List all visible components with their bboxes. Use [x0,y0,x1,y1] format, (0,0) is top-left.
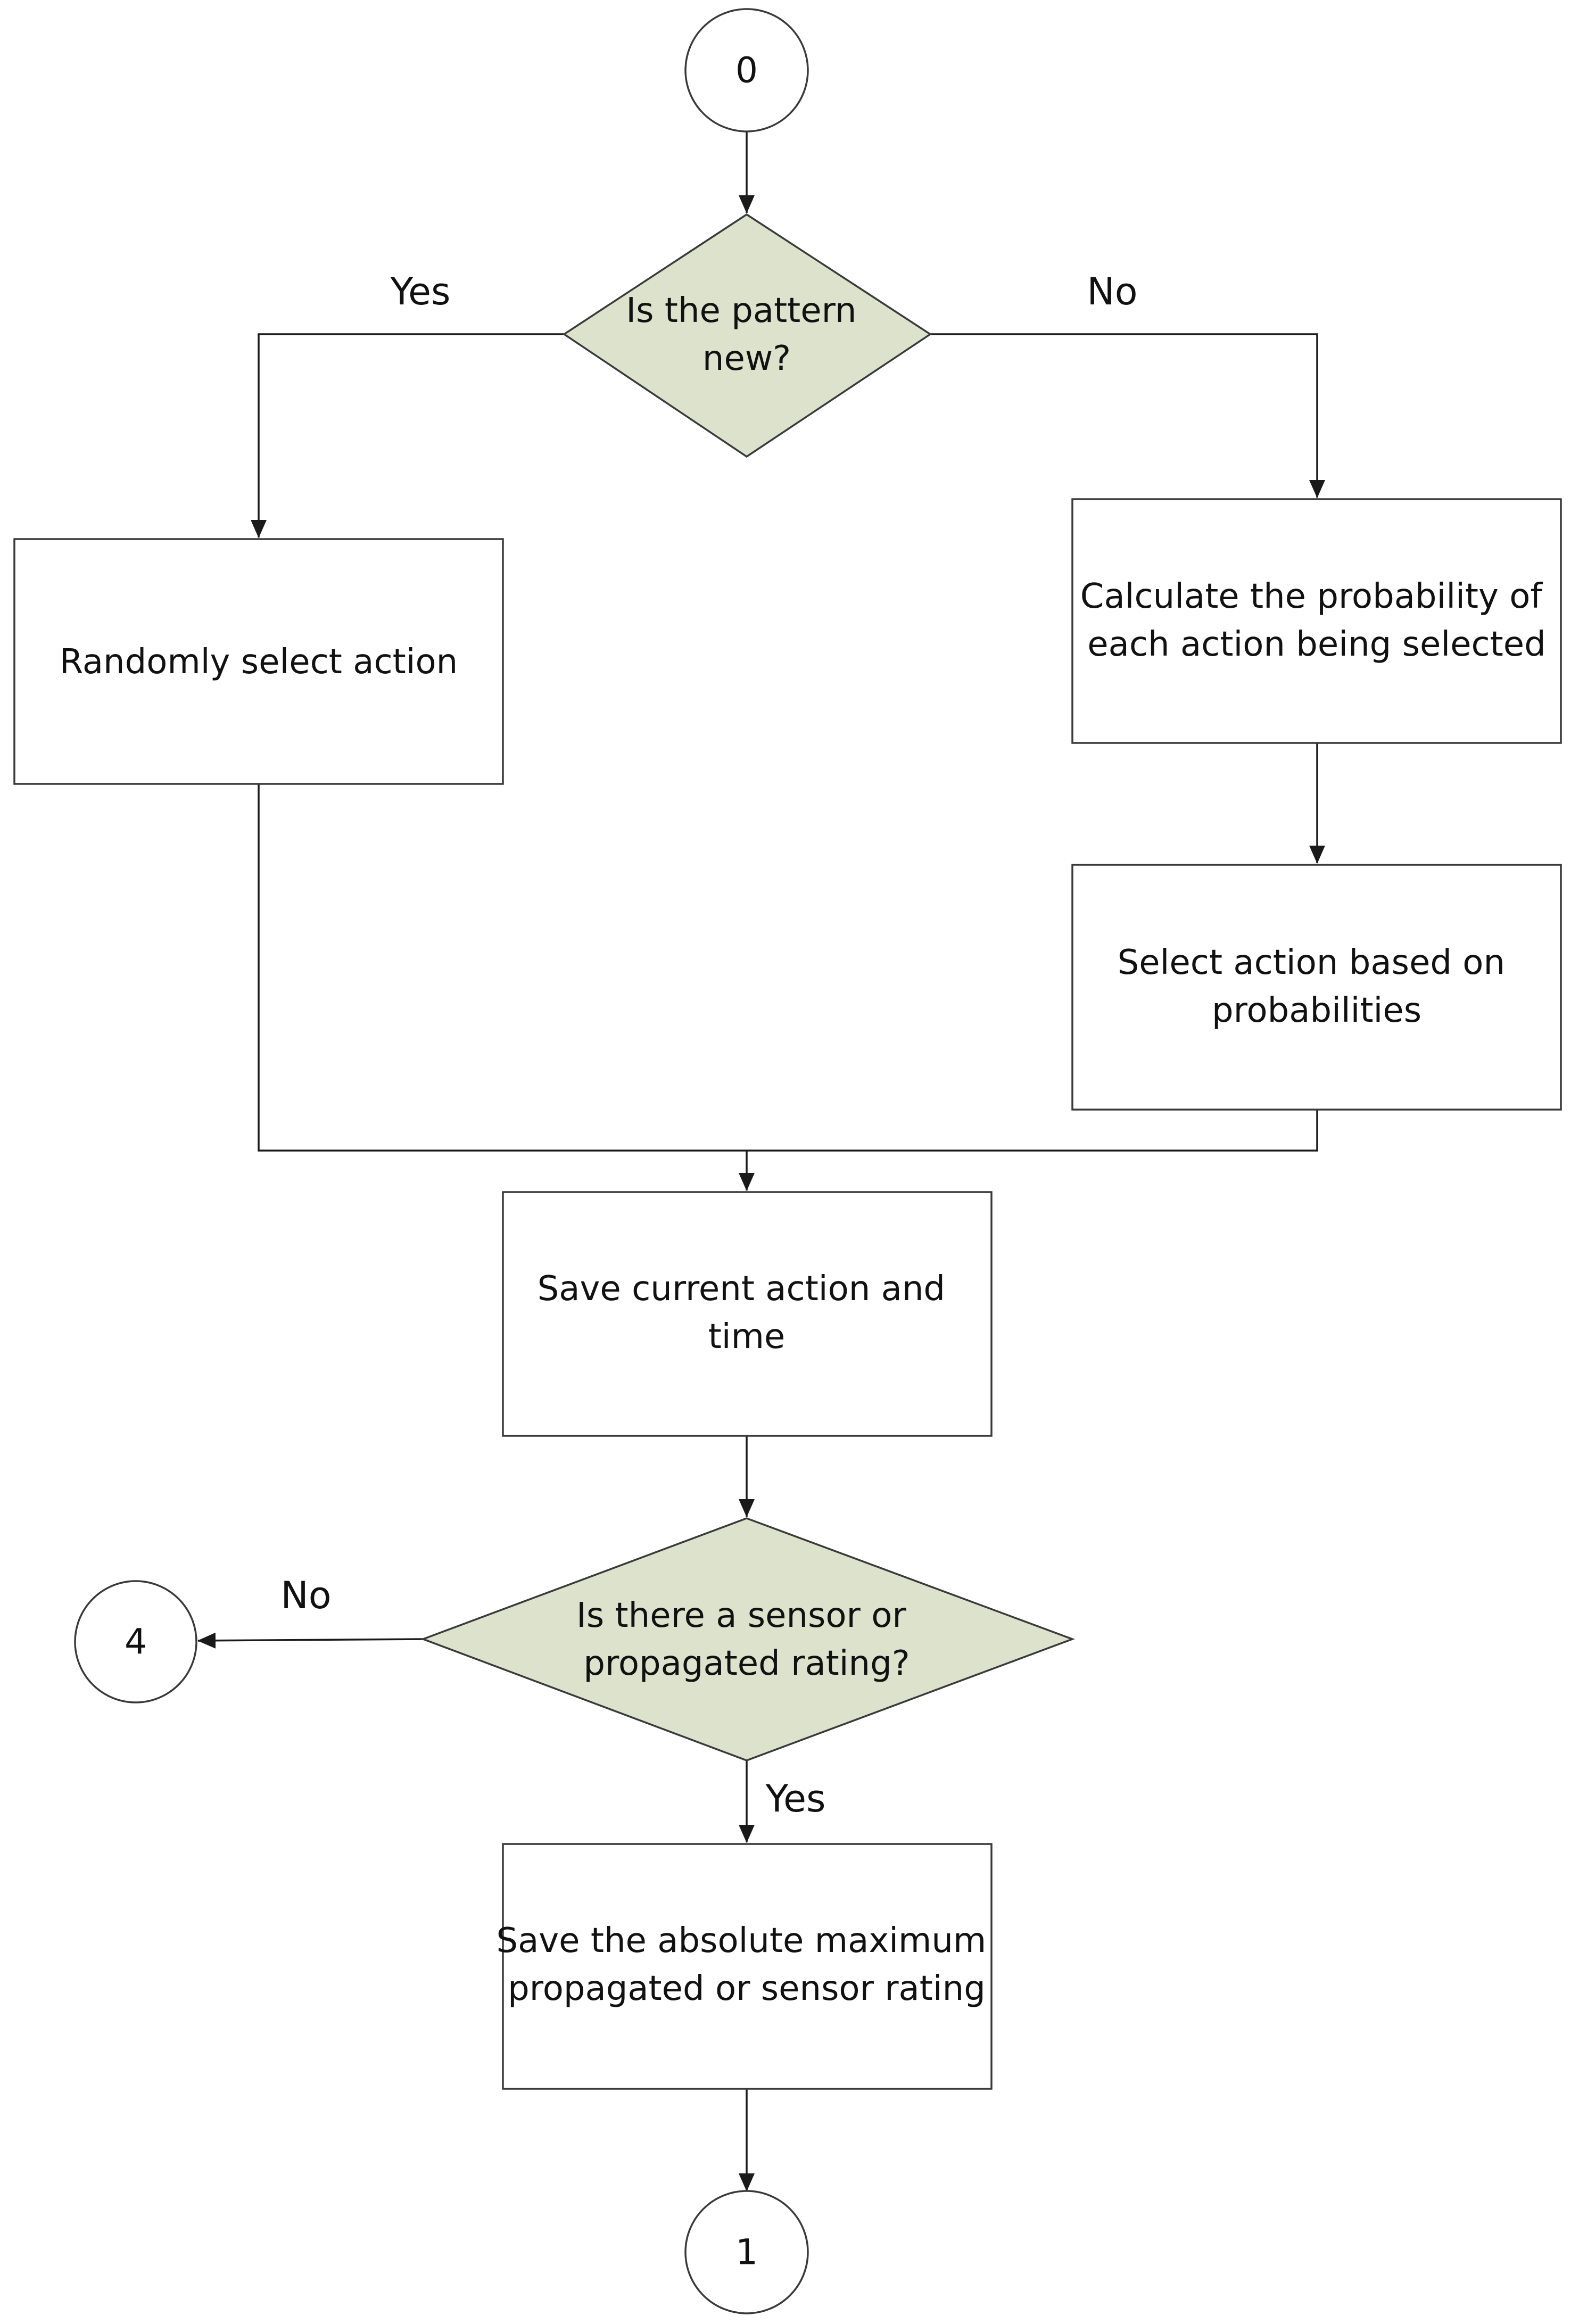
save-rating-line-2: propagated or sensor rating [508,1969,986,2008]
random-select-box: Randomly select action [13,538,504,785]
svg-text:Randomly select action: Randomly select action [60,642,458,682]
save-action-line-1: Save current action and [538,1269,945,1309]
svg-text:Select action based on p: Select action based on probabilities [1118,943,1516,1030]
svg-text:Save current action and: Save current action and time [538,1269,956,1357]
svg-text:Save the absolute maximum: Save the absolute maximum propagated or … [496,1921,997,2008]
pattern-decision: Is the pattern new? [562,213,932,458]
line-random-select-to-merge [258,783,1318,1152]
save-rating-line-1: Save the absolute maximum [496,1921,986,1961]
calc-probability-line-1: Calculate the probability of [1080,577,1543,616]
save-action-line-2: time [708,1317,786,1357]
start-connector-label: 0 [735,50,758,91]
pattern-no-label: No [1087,270,1137,313]
select-by-probability-box: Select action based on probabilities [1071,864,1562,1111]
connector-4: 4 [74,1580,197,1703]
svg-text:Calculate the probability of: Calculate the probability of each action… [1080,577,1553,664]
pattern-decision-line-1: Is the pattern [626,291,856,330]
random-select-line-1: Randomly select action [60,642,458,682]
calc-probability-line-2: each action being selected [1087,625,1546,664]
connector-4-label: 4 [125,1622,147,1663]
edge-labels: Yes No No Yes [280,270,1137,1821]
svg-text:Is the pattern new?: Is the pattern new? [626,291,867,378]
select-by-probability-line-1: Select action based on [1118,943,1505,982]
svg-text:Is there a sensor or pro: Is there a sensor or propagated rating? [576,1596,917,1683]
pattern-yes-label: Yes [390,270,451,313]
calc-probability-box: Calculate the probability of each action… [1071,498,1562,744]
save-action-box: Save current action and time [502,1191,993,1437]
save-rating-box: Save the absolute maximum propagated or … [496,1843,997,2090]
rating-yes-label: Yes [765,1777,826,1821]
rating-no-label: No [280,1574,331,1617]
rating-decision-line-1: Is there a sensor or [576,1596,906,1635]
arrow-rating-no-to-connector-4 [197,1632,424,1649]
rating-decision-line-2: propagated rating? [583,1644,910,1683]
arrow-pattern-yes-to-random-select [251,333,564,538]
rating-decision: Is there a sensor or propagated rating? [420,1517,1076,1761]
arrow-pattern-no-to-calc-probability [930,333,1325,498]
end-connector-label: 1 [735,2232,758,2273]
connectors [197,132,1325,2191]
pattern-decision-line-2: new? [702,339,791,378]
start-connector: 0 [684,8,809,133]
end-connector: 1 [684,2190,809,2314]
select-by-probability-line-2: probabilities [1212,991,1421,1030]
